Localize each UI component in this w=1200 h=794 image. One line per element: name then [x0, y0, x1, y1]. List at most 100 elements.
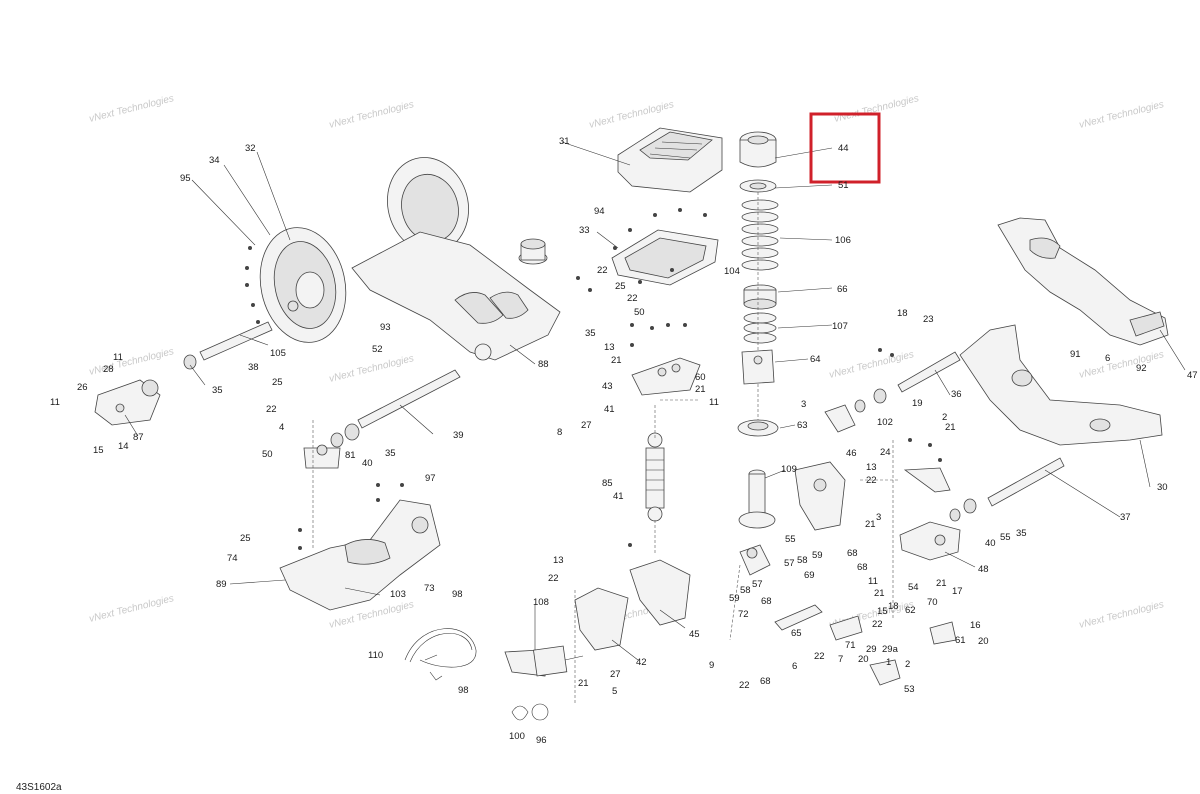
callout-3: 3 [876, 512, 881, 523]
callout-35: 35 [385, 448, 396, 459]
watermark: vNext Technologies [828, 349, 915, 381]
callout-6: 6 [792, 661, 797, 672]
callout-69: 69 [804, 570, 815, 581]
callout-74: 74 [227, 553, 238, 564]
diagram-code: 43S1602a [16, 782, 62, 793]
shaft-38-part [183, 321, 273, 370]
callout-22: 22 [627, 293, 638, 304]
bracket-43-part [631, 357, 701, 396]
shaft-36-part [854, 351, 961, 413]
callout-95: 95 [180, 173, 191, 184]
callout-1: 1 [886, 657, 891, 668]
callout-33: 33 [579, 225, 590, 236]
callout-23: 23 [923, 314, 934, 325]
callout-25: 25 [615, 281, 626, 292]
callout-41: 41 [613, 491, 624, 502]
drive-cover-part [259, 227, 347, 343]
cup-63-part [737, 419, 779, 437]
callout-104: 104 [724, 266, 740, 277]
watermark: vNext Technologies [1078, 599, 1165, 631]
air-box-31-part [617, 127, 723, 193]
callout-35: 35 [212, 385, 223, 396]
callout-4: 4 [279, 422, 284, 433]
callout-22: 22 [548, 573, 559, 584]
callout-26: 26 [77, 382, 88, 393]
cable-110-part [404, 628, 477, 681]
callout-11: 11 [868, 576, 878, 587]
callout-108: 108 [533, 597, 549, 608]
hub-57-part [739, 544, 771, 576]
actuator-108-part [504, 645, 584, 677]
frame-47-part [997, 217, 1169, 346]
callout-85: 85 [602, 478, 613, 489]
callout-21: 21 [936, 578, 947, 589]
watermark: vNext Technologies [88, 593, 175, 625]
bracket-50-part [303, 444, 341, 469]
callout-7: 7 [838, 654, 843, 665]
shaft-39-part [330, 369, 461, 448]
callout-47: 47 [1187, 370, 1198, 381]
swing-arm-part [351, 157, 561, 361]
callout-44: 44 [838, 143, 849, 154]
callout-21: 21 [578, 678, 589, 689]
swing-arm-30-part [959, 324, 1163, 446]
callout-58: 58 [797, 555, 808, 566]
callout-22: 22 [597, 265, 608, 276]
assembly-lines [312, 192, 900, 705]
callout-91: 91 [1070, 349, 1081, 360]
callout-100: 100 [509, 731, 525, 742]
bracket-61-part [929, 621, 957, 645]
callout-22: 22 [872, 619, 883, 630]
callout-61: 61 [955, 635, 966, 646]
watermark: vNext Technologies [328, 99, 415, 131]
callout-94: 94 [594, 206, 605, 217]
callout-11: 11 [113, 352, 123, 363]
callout-11: 11 [50, 397, 60, 408]
clamp-96-part [531, 703, 549, 721]
callout-109: 109 [781, 464, 797, 475]
callout-21: 21 [945, 422, 956, 433]
callout-29a: 29a [882, 644, 899, 655]
callout-22: 22 [814, 651, 825, 662]
callout-105: 105 [270, 348, 286, 359]
callout-110: 110 [368, 650, 383, 661]
callout-21: 21 [865, 519, 876, 530]
watermark: vNext Technologies [328, 353, 415, 385]
watermark: vNext Technologies [88, 346, 175, 378]
collar-66-part [743, 284, 777, 310]
bushing-part [518, 238, 548, 265]
shaft-37-part [949, 457, 1065, 522]
callout-22: 22 [739, 680, 750, 691]
callout-71: 71 [845, 640, 856, 651]
callout-98: 98 [452, 589, 463, 600]
callout-88: 88 [538, 359, 549, 370]
callout-92: 92 [1136, 363, 1147, 374]
callout-50: 50 [262, 449, 273, 460]
bracket-42-part [574, 587, 629, 651]
callout-59: 59 [812, 550, 823, 561]
bracket-46-part [794, 461, 846, 531]
callout-21: 21 [874, 588, 885, 599]
callout-58: 58 [740, 585, 751, 596]
callout-87: 87 [133, 432, 144, 443]
callout-8: 8 [557, 427, 562, 438]
callout-15: 15 [877, 606, 888, 617]
callout-73: 73 [424, 583, 435, 594]
callout-15: 15 [93, 445, 104, 456]
mount-64-part [741, 349, 775, 385]
callout-21: 21 [611, 355, 622, 366]
callout-60: 60 [695, 372, 706, 383]
callout-68: 68 [761, 596, 772, 607]
watermark: vNext Technologies [88, 93, 175, 125]
callout-22: 22 [266, 404, 277, 415]
leader-lines [124, 141, 1186, 661]
sensor-53-part [869, 659, 901, 686]
callout-38: 38 [248, 362, 259, 373]
callout-45: 45 [689, 629, 700, 640]
callout-2: 2 [905, 659, 910, 670]
callout-32: 32 [245, 143, 256, 154]
bracket-small-part [824, 404, 856, 433]
callout-19: 19 [912, 398, 923, 409]
callout-43: 43 [602, 381, 613, 392]
